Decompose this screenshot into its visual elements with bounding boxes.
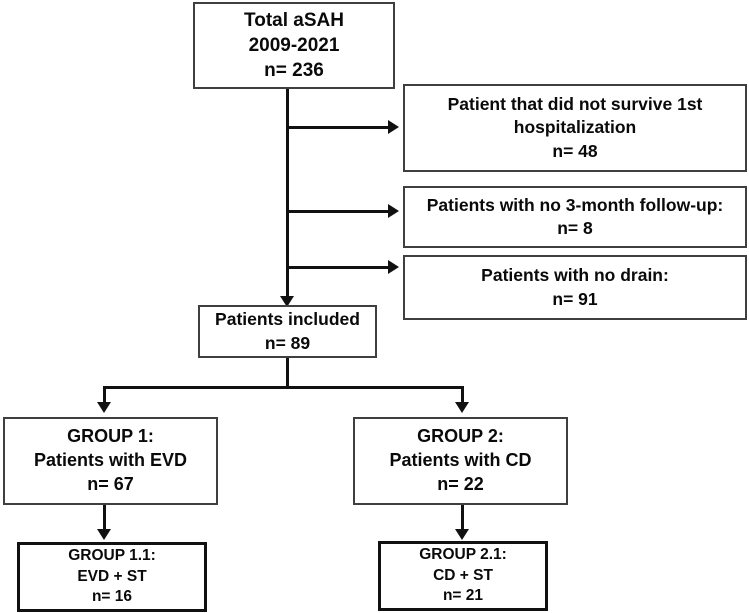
arrow-head-branch-followup [388,204,399,218]
group-1-1-count: n= 16 [91,588,133,606]
total-asah-count: n= 236 [264,60,324,82]
group-2-1-description: CD + ST [433,566,493,584]
group-2-count: n= 22 [437,473,484,494]
connector-split-bar [103,386,464,389]
group-1-title: GROUP 1: [67,426,154,447]
arrow-head-to-group1-1 [97,529,111,540]
patients-included-box: Patients included n= 89 [198,305,377,358]
group-1-description: Patients with EVD [33,450,188,471]
connector-branch-drain [286,266,391,269]
group-1-box: GROUP 1: Patients with EVD n= 67 [3,417,218,505]
excluded-no-followup-box: Patients with no 3-month follow-up: n= 8 [403,186,747,248]
connector-branch-followup [286,210,391,213]
excluded-no-survival-box: Patient that did not survive 1st hospita… [403,84,747,172]
excluded-no-survival-count: n= 48 [552,140,598,161]
connector-group2-to-group2-1 [461,505,464,533]
group-2-description: Patients with CD [389,450,532,471]
connector-branch-death [286,126,391,129]
excluded-no-survival-line-2: hospitalization [513,117,637,138]
group-2-1-box: GROUP 2.1: CD + ST n= 21 [378,541,548,611]
connector-included-stem [286,358,289,388]
group-2-1-count: n= 21 [442,587,484,605]
excluded-no-drain-box: Patients with no drain: n= 91 [403,255,747,320]
arrow-head-branch-drain [388,260,399,274]
arrow-head-branch-death [388,120,399,134]
connector-split-right [461,386,464,406]
connector-group1-to-group1-1 [103,505,106,533]
excluded-no-drain-line-1: Patients with no drain: [481,265,669,286]
group-1-1-description: EVD + ST [77,567,147,585]
arrow-head-to-group2 [455,402,469,413]
excluded-no-drain-count: n= 91 [552,288,598,309]
patients-included-count: n= 89 [264,332,311,353]
total-asah-line-2: 2009-2021 [248,34,340,56]
group-2-title: GROUP 2: [417,426,504,447]
excluded-no-followup-line-1: Patients with no 3-month follow-up: [426,194,724,215]
total-asah-line-1: Total aSAH [244,9,344,31]
group-2-1-title: GROUP 2.1: [419,546,507,564]
patients-included-line-1: Patients included [215,309,360,330]
group-1-1-title: GROUP 1.1: [68,547,156,565]
arrow-head-to-included [280,296,294,307]
connector-spine-main [286,89,289,301]
connector-split-left [103,386,106,406]
arrow-head-to-group2-1 [455,529,469,540]
arrow-head-to-group1 [97,402,111,413]
group-1-1-box: GROUP 1.1: EVD + ST n= 16 [17,542,207,612]
excluded-no-survival-line-1: Patient that did not survive 1st [447,94,703,115]
excluded-no-followup-count: n= 8 [557,218,593,238]
total-asah-box: Total aSAH 2009-2021 n= 236 [193,2,395,89]
group-1-count: n= 67 [87,473,134,494]
group-2-box: GROUP 2: Patients with CD n= 22 [353,417,568,505]
